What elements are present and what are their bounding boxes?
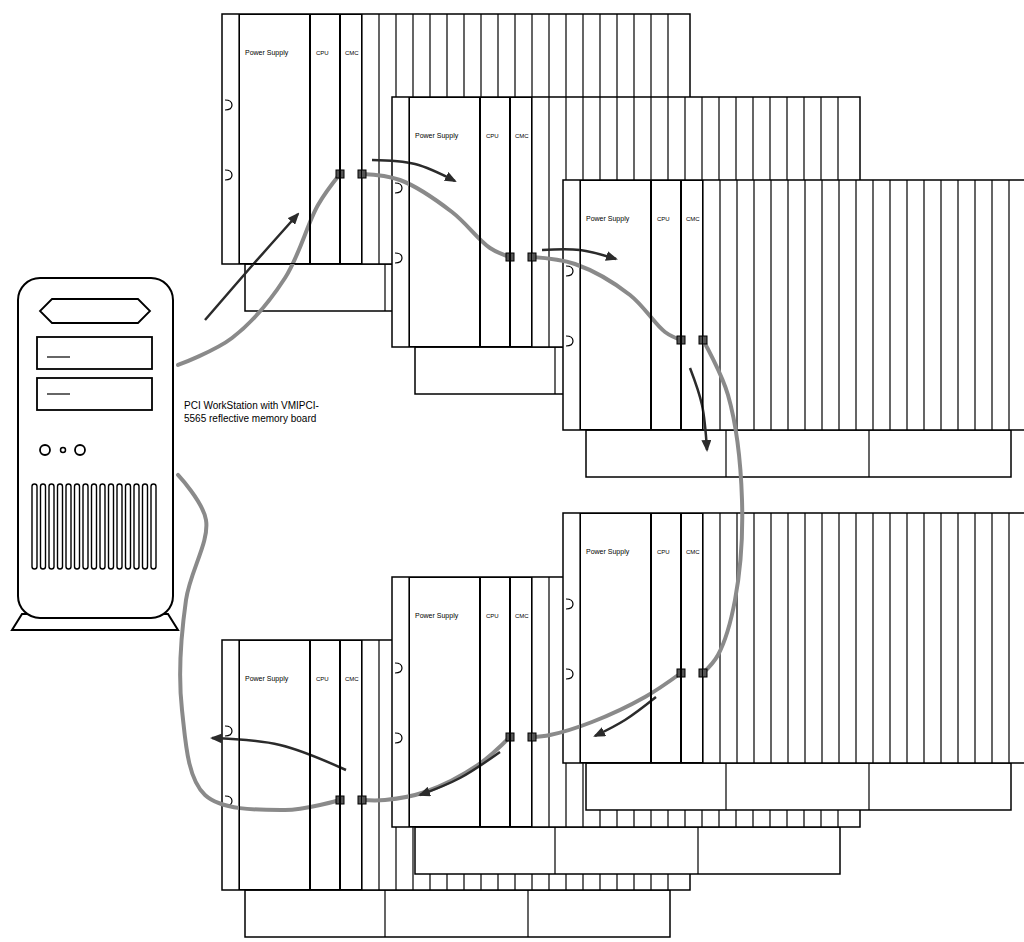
- cable-connector: [528, 733, 536, 741]
- power-supply-card: Power Supply: [239, 14, 310, 264]
- card-label: Power Supply: [245, 49, 288, 57]
- flow-arrow: [372, 160, 455, 181]
- power-supply-card: Power Supply: [239, 640, 310, 890]
- cable-connector: [528, 253, 536, 261]
- flow-arrow: [690, 368, 707, 450]
- reflective-memory-link: [178, 475, 346, 810]
- cpu-card: CPU: [651, 513, 681, 763]
- power-supply-card: Power Supply: [409, 577, 480, 827]
- card-label: CMC: [345, 676, 359, 683]
- flow-arrow: [595, 697, 656, 736]
- cmc-card: CMC: [510, 97, 532, 347]
- card-label: CMC: [345, 50, 359, 57]
- card-label: CPU: [316, 50, 329, 57]
- reflective-memory-link: [178, 170, 344, 365]
- card-label: Power Supply: [415, 612, 458, 620]
- power-supply-card: Power Supply: [409, 97, 480, 347]
- fiber-cable: [532, 257, 681, 340]
- cpu-card: CPU: [480, 97, 510, 347]
- power-supply-card: Power Supply: [580, 180, 651, 430]
- reflective-memory-link: [358, 160, 514, 261]
- fiber-cable: [362, 737, 510, 800]
- card-label: CPU: [657, 216, 670, 223]
- cmc-card: CMC: [510, 577, 532, 827]
- cable-connector: [699, 336, 707, 344]
- cmc-card: CMC: [681, 180, 703, 430]
- fiber-cable: [178, 174, 340, 365]
- card-label: Power Supply: [586, 548, 629, 556]
- workstation-tower: [12, 278, 178, 630]
- card-label: Power Supply: [245, 675, 288, 683]
- cable-connector: [358, 796, 366, 804]
- fiber-cable: [178, 475, 340, 810]
- workstation: PCI WorkStation with VMIPCI-5565 reflect…: [12, 275, 178, 630]
- cpu-card: CPU: [480, 577, 510, 827]
- cmc-card: CMC: [681, 513, 703, 763]
- reflective-memory-link: [528, 669, 685, 741]
- cpu-card: CPU: [310, 640, 340, 890]
- fiber-cable: [703, 340, 742, 673]
- flow-arrow: [542, 249, 616, 259]
- card-label: CPU: [486, 613, 499, 620]
- fiber-cable: [362, 174, 510, 257]
- card-label: CMC: [686, 216, 700, 223]
- cable-connector: [699, 669, 707, 677]
- card-label: CMC: [515, 133, 529, 140]
- cpu-card: CPU: [310, 14, 340, 264]
- card-label: Power Supply: [586, 215, 629, 223]
- workstation-label: PCI WorkStation with VMIPCI-5565 reflect…: [184, 400, 324, 425]
- reflective-memory-link: [528, 249, 685, 344]
- card-label: CPU: [657, 549, 670, 556]
- card-label: CMC: [515, 613, 529, 620]
- flow-arrow: [212, 738, 346, 770]
- vme-rack: [563, 180, 1024, 477]
- card-label: CPU: [316, 676, 329, 683]
- reflective-memory-link: [358, 733, 514, 804]
- cmc-card: CMC: [340, 640, 362, 890]
- vme-rack: [563, 513, 1024, 810]
- card-label: Power Supply: [415, 132, 458, 140]
- cmc-card: CMC: [340, 14, 362, 264]
- power-supply-card: Power Supply: [580, 513, 651, 763]
- card-label: CMC: [686, 549, 700, 556]
- fiber-cable: [532, 673, 681, 737]
- flow-arrow: [420, 752, 500, 795]
- flow-arrow: [205, 214, 298, 320]
- card-label: CPU: [486, 133, 499, 140]
- reflective-memory-link: [690, 336, 742, 677]
- cpu-card: CPU: [651, 180, 681, 430]
- cable-connector: [358, 170, 366, 178]
